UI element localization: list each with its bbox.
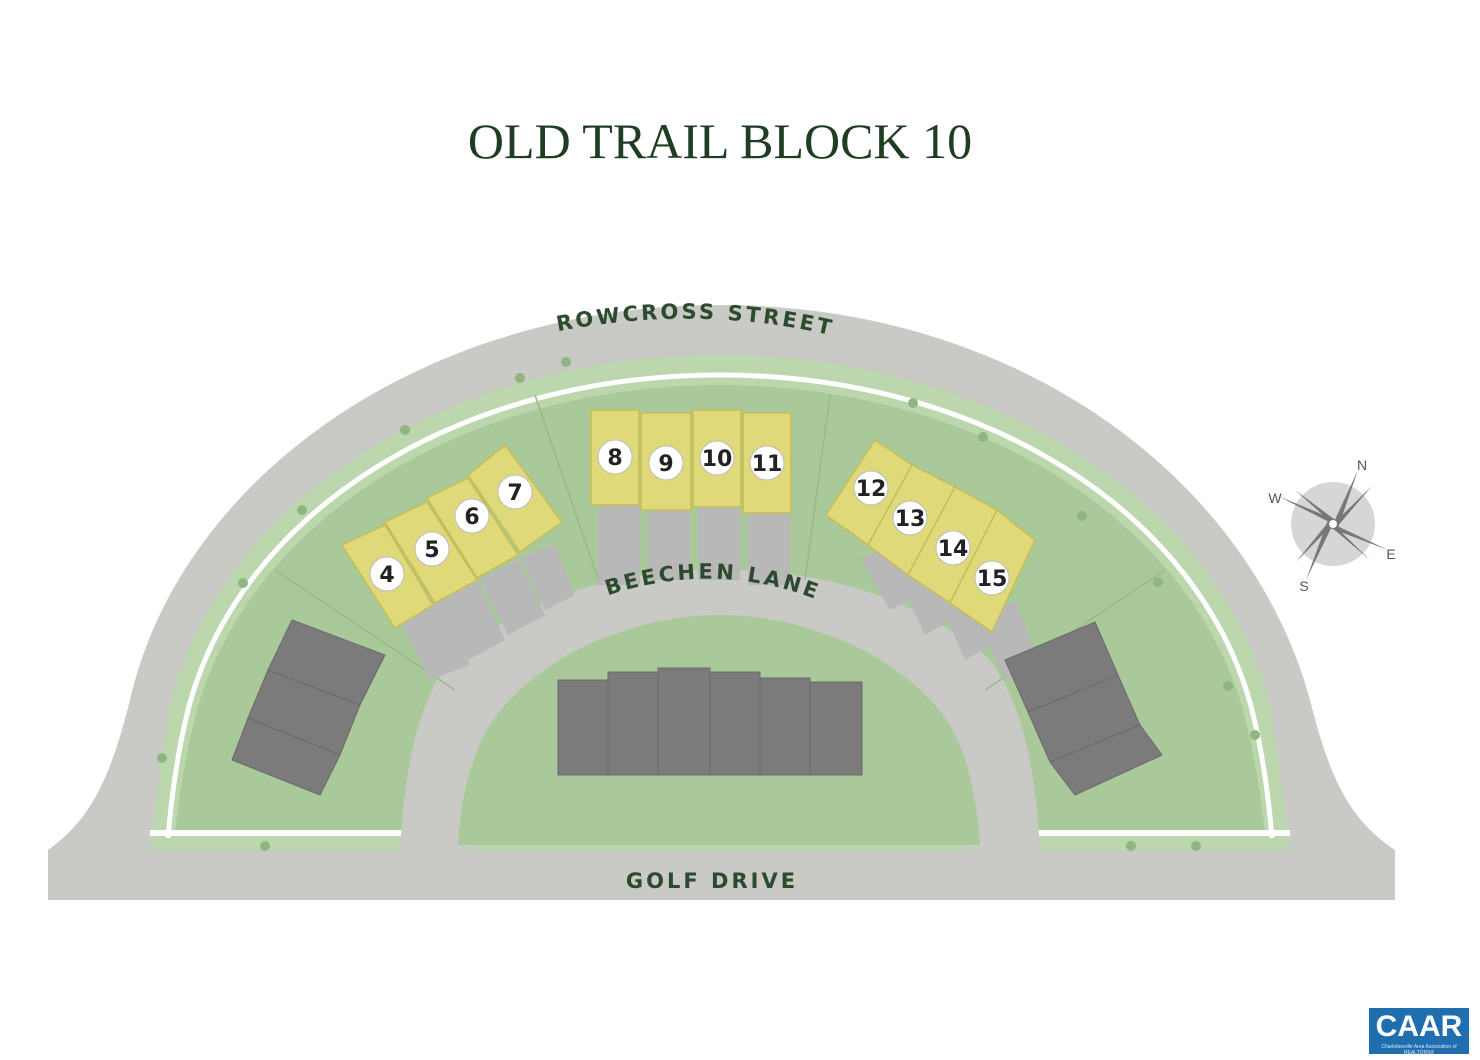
compass-north: N [1357,457,1367,473]
building-west-3 [231,717,341,796]
lot-11-number[interactable]: 11 [752,452,783,477]
lot-15-marker [974,560,1010,596]
trees [157,357,1260,851]
lot-13-number[interactable]: 13 [895,507,926,532]
lot-10-number[interactable]: 10 [702,447,733,472]
compass-south: S [1299,578,1308,594]
lot-13-marker [892,500,928,536]
building-center-2 [607,671,659,776]
tree [1077,511,1087,521]
tree [1250,730,1260,740]
tree [157,753,167,763]
building-center-4 [709,671,761,776]
tree [515,373,525,383]
golf-drive-label: GOLF DRIVE [626,869,798,893]
building-center-3 [657,667,711,776]
lot-6-marker [454,498,490,534]
compass-east: E [1386,546,1395,562]
compass-west: W [1268,490,1282,506]
lot-6-number[interactable]: 6 [464,505,479,530]
lot-11-marker [749,445,785,481]
building-center-5 [759,677,811,776]
outer-sidewalk [165,372,1275,839]
lot-10-marker [699,440,735,476]
lot-4-marker [369,556,405,592]
lot-9-number[interactable]: 9 [658,452,673,477]
tree [260,841,270,851]
page-title: OLD TRAIL BLOCK 10 [467,113,973,169]
tree [1191,841,1201,851]
building-east-3 [1049,724,1163,796]
lot-4-number[interactable]: 4 [379,563,394,588]
caar-logo: CAAR Charlottesville Area Association of… [1369,1008,1469,1056]
tree [561,357,571,367]
tree [1126,841,1136,851]
lot-5-marker [414,531,450,567]
lot-8-marker [597,439,633,475]
beechen-lane-road [400,570,1040,850]
lot-5-number[interactable]: 5 [424,538,439,563]
tree [238,578,248,588]
existing-buildings [231,619,1163,796]
lot-8-number[interactable]: 8 [607,446,622,471]
tree [908,398,918,408]
caar-logo-subtext: Charlottesville Area Association of REAL… [1381,1044,1457,1056]
lot-12-marker [853,470,889,506]
tree [1153,577,1163,587]
building-center-6 [809,681,863,776]
lot-14-number[interactable]: 14 [938,537,969,562]
building-center-1 [557,679,609,776]
tree [978,432,988,442]
lot-14-marker [935,530,971,566]
lot-7-marker [497,474,533,510]
lot-7-number[interactable]: 7 [507,481,522,506]
tree [297,505,307,515]
tree [1223,681,1233,691]
lot-markers [369,439,1010,596]
lot-12-number[interactable]: 12 [856,477,887,502]
golf-drive-road [48,852,1395,900]
lot-numbers: 4 5 6 7 8 9 10 11 12 13 14 15 [379,446,1007,592]
compass-rose-icon [1278,470,1388,580]
lot-15-number[interactable]: 15 [977,567,1008,592]
tree [400,425,410,435]
lot-9-marker [648,445,684,481]
caar-logo-text: CAAR [1375,1010,1463,1043]
